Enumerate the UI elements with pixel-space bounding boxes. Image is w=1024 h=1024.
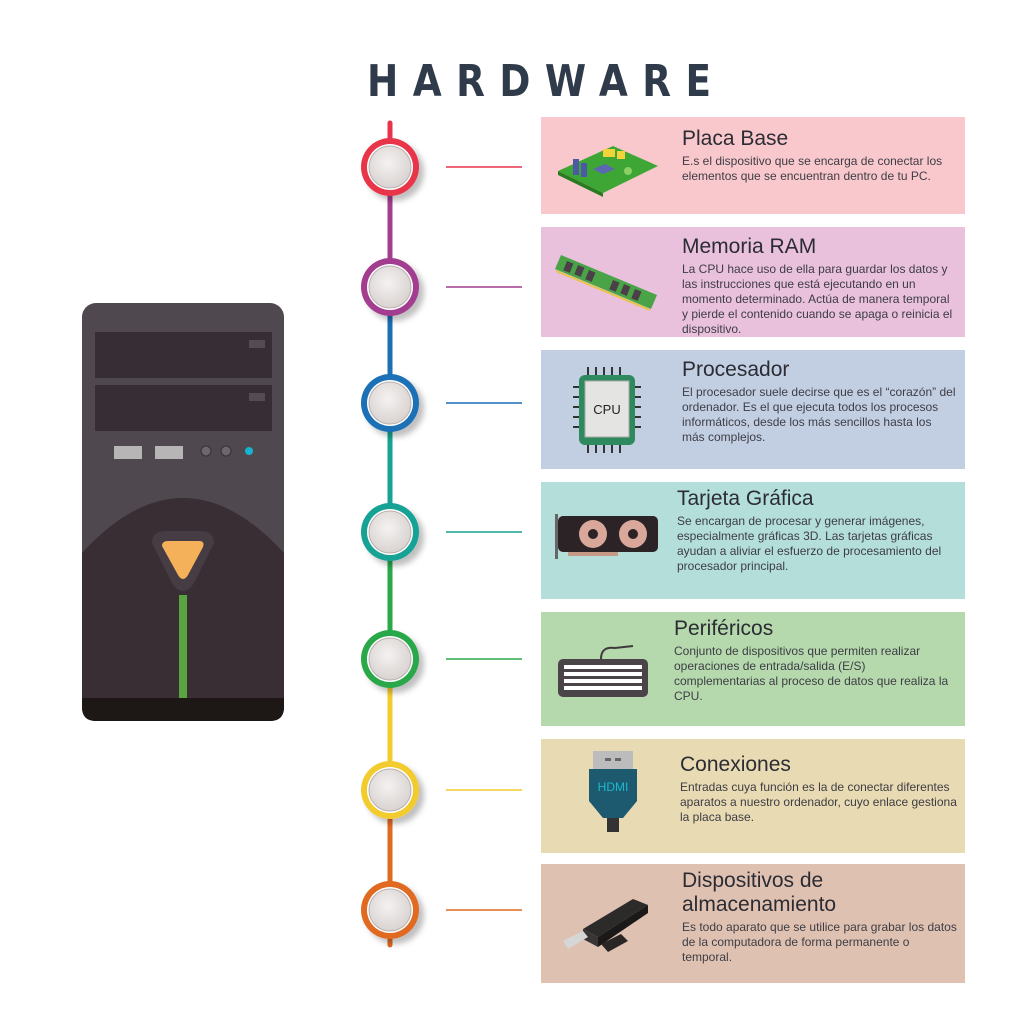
card-title: Dispositivos de almacenamiento [682,869,837,916]
hardware-card: Tarjeta Gráfica Se encargan de procesar y… [541,482,965,599]
card-description: Entradas cuya función es la de conectar … [680,780,957,824]
hardware-card: CPU Procesador El procesador suele decirs… [541,350,965,469]
card-title: Memoria RAM [682,235,817,258]
hdmi-icon: HDMI [553,746,663,851]
card-description: E.s el dispositivo que se encarga de con… [682,154,943,183]
card-title: Tarjeta Gráfica [677,487,814,510]
usb-drive-icon [553,889,663,974]
timeline-node [361,258,419,316]
card-description: El procesador suele decirse que es el “c… [682,385,956,444]
card-title: Periféricos [674,617,774,640]
card-description: La CPU hace uso de ella para guardar los… [682,262,953,336]
cpu-icon: CPU [553,365,663,460]
card-description: Conjunto de dispositivos que permiten re… [674,644,949,703]
pc-tower-illustration [82,303,284,721]
graphics-card-icon [553,506,663,571]
ram-icon [553,247,663,322]
card-description: Se encargan de procesar y generar imágen… [677,514,942,573]
motherboard-icon [553,131,663,206]
page-title: HARDWARE [367,56,726,107]
timeline-node [361,630,419,688]
card-description: Es todo aparato que se utilice para grab… [682,920,957,964]
card-title: Conexiones [680,753,791,776]
timeline [361,120,522,948]
timeline-node [361,761,419,819]
timeline-node [361,138,419,196]
timeline-node [361,374,419,432]
timeline-node [361,881,419,939]
hdmi-icon-label: HDMI [598,780,629,794]
timeline-node [361,503,419,561]
hardware-card: Memoria RAM La CPU hace uso de ella para … [541,227,965,337]
keyboard-icon [553,634,663,709]
card-title: Placa Base [682,127,789,150]
cpu-icon-label: CPU [593,402,620,417]
card-title: Procesador [682,358,790,381]
